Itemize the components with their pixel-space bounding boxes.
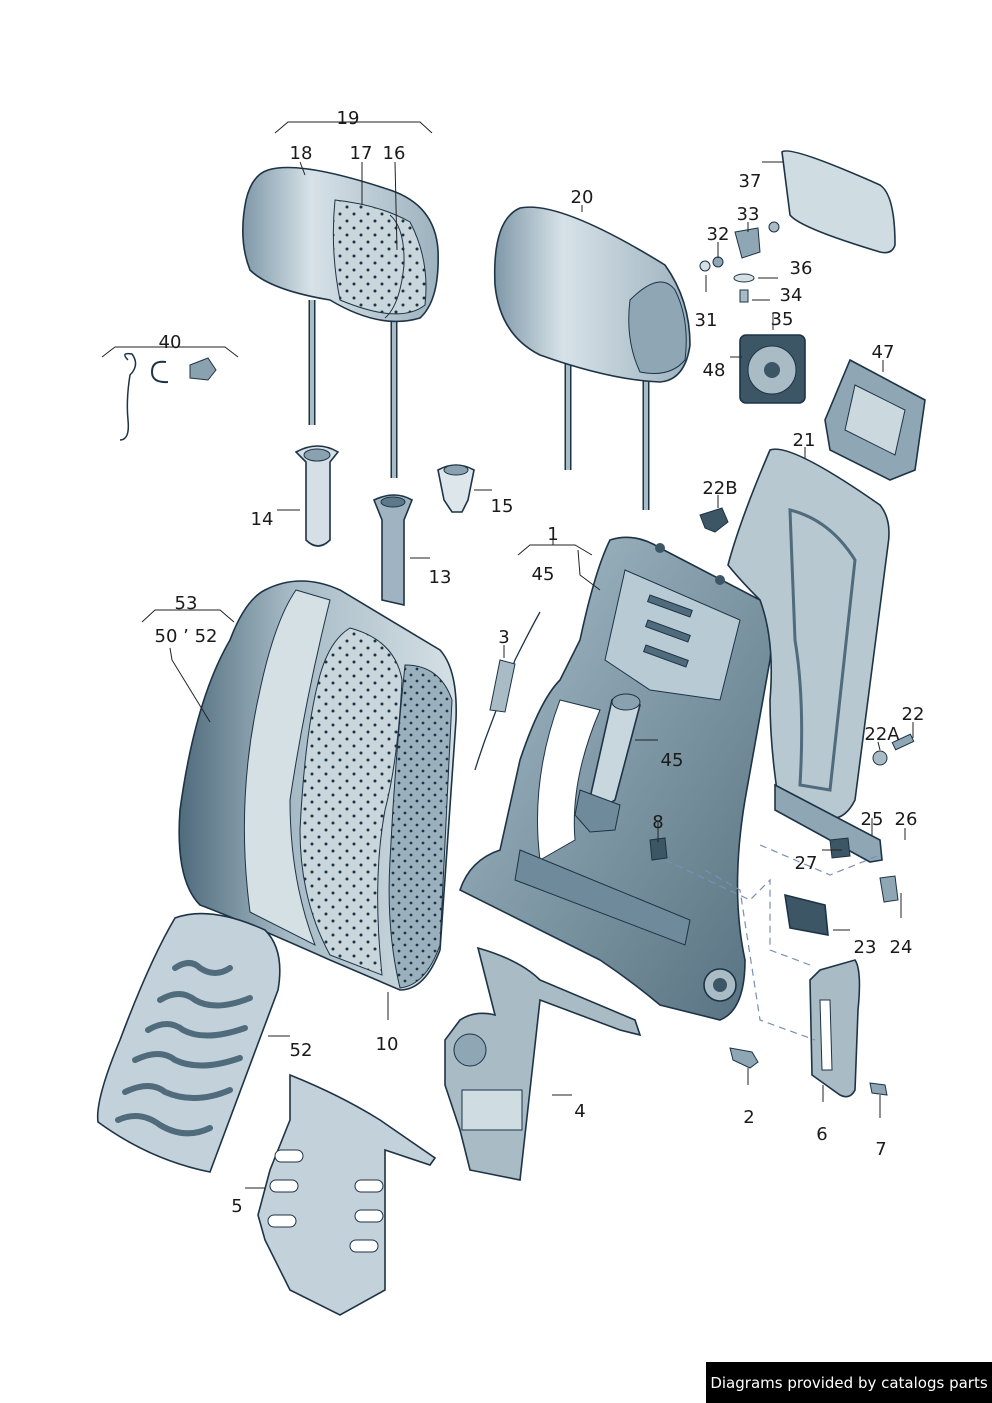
backrest-cushion — [178, 580, 457, 991]
motor-45 — [574, 693, 641, 833]
callout-15: 15 — [491, 496, 514, 517]
callout-10: 10 — [376, 1034, 399, 1055]
callout-50-52: 50 ’ 52 — [155, 626, 218, 647]
callout-22: 22 — [902, 704, 925, 725]
callout-23: 23 — [854, 937, 877, 958]
clip-8 — [649, 837, 668, 861]
callout-17: 17 — [350, 143, 373, 164]
tension-spring-3 — [474, 611, 541, 771]
callout-2: 2 — [743, 1107, 754, 1128]
clip-set-40 — [119, 352, 217, 441]
lumbar-support-4 — [444, 946, 642, 1181]
callout-8: 8 — [652, 812, 663, 833]
callout-19: 19 — [337, 108, 360, 129]
headrest-guide-13 — [372, 494, 413, 607]
callout-36: 36 — [790, 258, 813, 279]
dashed-guides — [664, 844, 881, 1041]
credit-banner: Diagrams provided by catalogs parts — [706, 1362, 992, 1403]
callout-22B: 22B — [702, 478, 737, 499]
callout-21: 21 — [793, 430, 816, 451]
callout-48: 48 — [703, 360, 726, 381]
callout-26: 26 — [895, 809, 918, 830]
callout-52: 52 — [290, 1040, 313, 1061]
callout-45-motor: 45 — [661, 750, 684, 771]
clip-22B — [699, 507, 729, 533]
lumbar-mat-5 — [257, 1073, 437, 1316]
callout-3: 3 — [498, 627, 509, 648]
headrest-guide-15 — [437, 464, 475, 513]
bracket-6 — [809, 959, 861, 1098]
callout-34: 34 — [780, 285, 803, 306]
callout-5: 5 — [231, 1196, 242, 1217]
bolt-7 — [869, 1082, 888, 1096]
fasteners-22 — [872, 733, 915, 766]
callout-45-frame: 45 — [532, 564, 555, 585]
foam-pad-ribs — [115, 960, 253, 1137]
callout-24: 24 — [890, 937, 913, 958]
callout-25: 25 — [861, 809, 884, 830]
lumbar-module-47 — [824, 358, 926, 481]
cover-37 — [781, 150, 896, 254]
callout-47: 47 — [872, 342, 895, 363]
mount-hardware-31-36 — [699, 221, 780, 303]
callout-18: 18 — [290, 143, 313, 164]
callout-33: 33 — [737, 204, 760, 225]
callout-40: 40 — [159, 332, 182, 353]
callout-4: 4 — [574, 1101, 585, 1122]
headrest-left — [242, 166, 439, 478]
callout-22A: 22A — [864, 724, 900, 745]
frame-slots — [642, 594, 693, 668]
callout-16: 16 — [383, 143, 406, 164]
callout-14: 14 — [251, 509, 274, 530]
bolt-2 — [729, 1047, 759, 1069]
fan-48 — [739, 334, 806, 404]
leader-lines — [101, 121, 914, 1189]
callout-13: 13 — [429, 567, 452, 588]
callout-1: 1 — [547, 524, 558, 545]
callout-31: 31 — [695, 310, 718, 331]
callout-labels: 19 18 17 16 20 37 33 32 36 34 31 35 48 4… — [155, 108, 925, 1217]
foam-pad-52 — [96, 912, 281, 1173]
callout-27: 27 — [795, 853, 818, 874]
callout-53: 53 — [175, 593, 198, 614]
headrest-guide-14 — [294, 445, 340, 547]
callout-20: 20 — [571, 187, 594, 208]
callout-37: 37 — [739, 171, 762, 192]
callout-35: 35 — [771, 309, 794, 330]
headrest-right — [493, 206, 691, 510]
rear-panel-21 — [727, 448, 890, 819]
callout-7: 7 — [875, 1139, 886, 1160]
callout-6: 6 — [816, 1124, 827, 1145]
callout-32: 32 — [707, 224, 730, 245]
bracket-23 — [784, 893, 829, 936]
bracket-25 — [774, 783, 899, 903]
